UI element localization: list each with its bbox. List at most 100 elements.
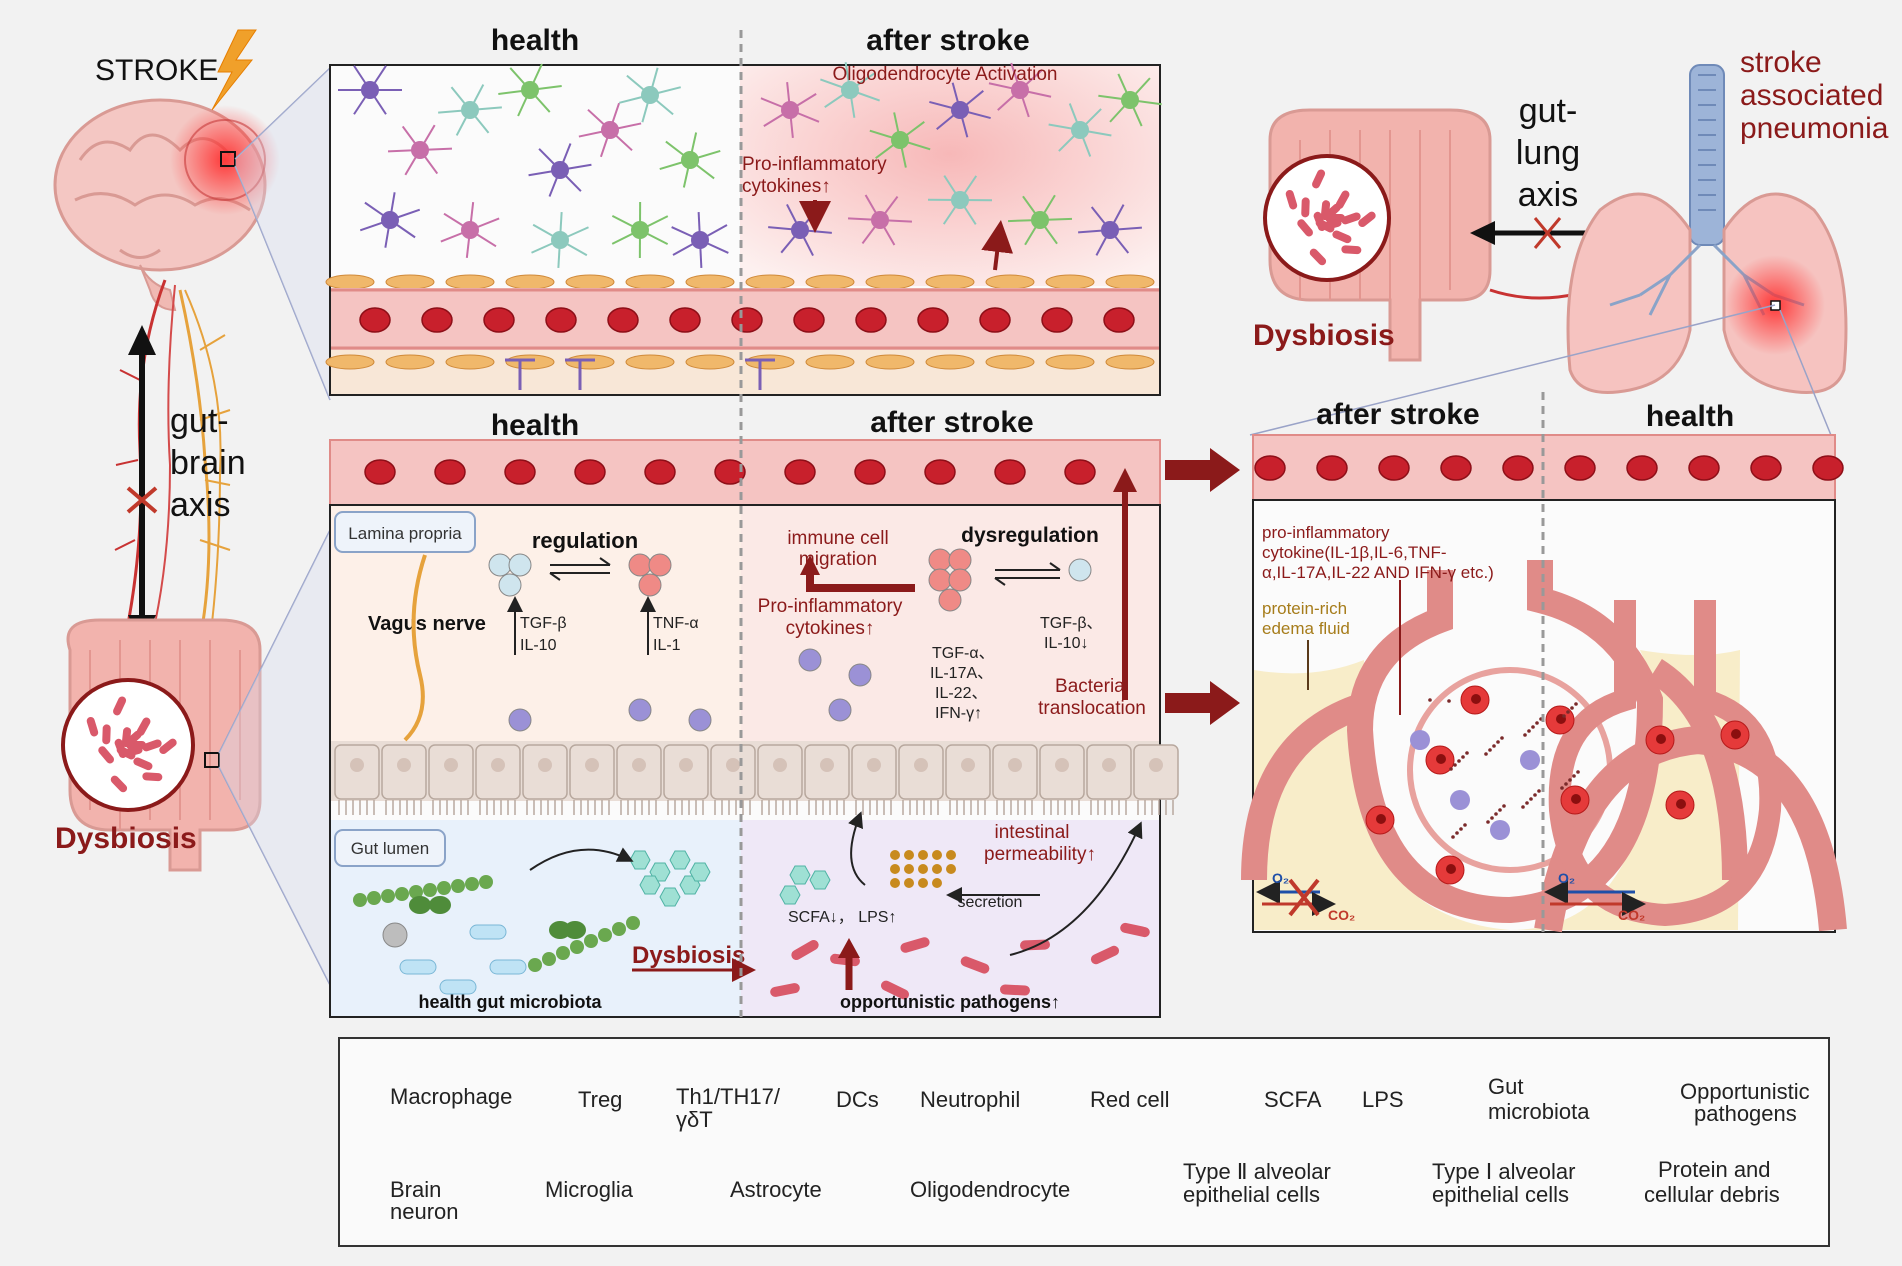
scfa-molecule <box>690 863 710 881</box>
brain-illustration <box>55 100 280 310</box>
oligo-activation-label: Oligodendrocyte Activation <box>833 64 1058 85</box>
lps-molecule <box>946 850 956 860</box>
red-cell <box>575 460 605 484</box>
cytokine-dot <box>1455 831 1459 835</box>
legend-dcs: DCs <box>836 1088 879 1112</box>
scfa-molecule <box>640 876 660 894</box>
pericyte <box>1106 355 1154 369</box>
red-cell <box>1689 456 1719 480</box>
lightning-icon <box>212 30 256 110</box>
bacterium <box>367 891 381 905</box>
legend-lps: LPS <box>1362 1088 1404 1112</box>
cytokine-dot <box>1521 805 1525 809</box>
bacterium <box>542 952 556 966</box>
cytokine-dot <box>1564 782 1568 786</box>
brain-after-stroke-heading: after stroke <box>866 24 1029 57</box>
nucleus <box>632 758 646 772</box>
nucleus <box>726 758 740 772</box>
lps-molecule <box>932 878 942 888</box>
cytokine-dot <box>1500 736 1504 740</box>
cytokine-dot <box>1566 710 1570 714</box>
edema-line1: protein-rich <box>1262 599 1347 618</box>
glia-cell <box>781 101 799 119</box>
bacterium <box>423 883 437 897</box>
gut-proinflam-line1: Pro-inflammatory <box>758 596 903 617</box>
cytokine-dot <box>1529 797 1533 801</box>
immune-cell <box>949 549 971 571</box>
nucleus <box>679 758 693 772</box>
legend-debris-line1: Protein and <box>1658 1158 1771 1182</box>
pericyte <box>326 355 374 369</box>
immune-migration-line1: immune cell <box>787 528 888 549</box>
red-cell <box>435 460 465 484</box>
brain-panel <box>326 62 1162 395</box>
glia-cell <box>381 211 399 229</box>
red-cell <box>1627 456 1657 480</box>
gut-lung-axis-line2: lung <box>1516 134 1580 172</box>
pericyte <box>626 355 674 369</box>
red-cell <box>855 460 885 484</box>
red-cell <box>546 308 576 332</box>
legend-astrocyte: Astrocyte <box>730 1178 822 1202</box>
immune-cell <box>929 569 951 591</box>
nucleus <box>1656 734 1666 744</box>
pericyte <box>566 355 614 369</box>
cytokine-dot <box>1535 721 1539 725</box>
immune-cell <box>489 554 511 576</box>
red-cell <box>1104 308 1134 332</box>
dysbiosis-gut: Dysbiosis <box>632 942 745 969</box>
bacterium <box>556 946 570 960</box>
legend-type1-line2: epithelial cells <box>1432 1183 1569 1207</box>
immune-cell <box>929 549 951 571</box>
gut-lumen-label: Gut lumen <box>351 839 429 858</box>
th-cytokine-3: IL-22、 <box>935 685 987 702</box>
nucleus <box>1376 814 1386 824</box>
brain-health-heading: health <box>491 24 579 57</box>
cytokine-dot <box>1492 744 1496 748</box>
scfa-molecule <box>630 851 650 869</box>
bacterial-translocation-line1: Bacterial <box>1055 676 1129 697</box>
pericyte <box>746 275 794 289</box>
cytokine-dot <box>1461 755 1465 759</box>
th-cytokine-4: IFN-γ↑ <box>935 705 982 722</box>
glia-cell <box>891 131 909 149</box>
bacterial-translocation-line2: translocation <box>1038 698 1146 719</box>
immune-cell <box>629 554 651 576</box>
legend-neuron-line2: neuron <box>390 1200 459 1224</box>
cytokine-dot <box>1523 733 1527 737</box>
cytokine-dot <box>1560 786 1564 790</box>
lung-panel <box>1253 435 1843 932</box>
glia-cell <box>551 231 569 249</box>
immune-cell <box>939 589 961 611</box>
red-cell <box>1813 456 1843 480</box>
glia-cell <box>601 121 619 139</box>
nucleus <box>1676 799 1686 809</box>
gut-lung-axis-line1: gut- <box>1519 92 1578 130</box>
legend-treg: Treg <box>578 1088 622 1112</box>
co2-after: CO₂ <box>1328 907 1355 923</box>
lung-cytokine-line3: α,IL-17A,IL-22 AND IFN-γ etc.) <box>1262 563 1494 582</box>
il1-label: IL-1 <box>653 637 681 654</box>
macrophage <box>1490 820 1510 840</box>
red-cell <box>484 308 514 332</box>
macrophage <box>1410 730 1430 750</box>
cytokine-dot <box>1527 729 1531 733</box>
legend-type1-line1: Type Ⅰ alveolar <box>1432 1160 1575 1184</box>
red-cell <box>925 460 955 484</box>
glia-cell <box>1031 211 1049 229</box>
sap-line3: pneumonia <box>1740 112 1889 145</box>
th-cytokine-2: IL-17A、 <box>930 665 993 682</box>
nucleus <box>538 758 552 772</box>
bacterium <box>564 921 586 939</box>
nucleus <box>1055 758 1069 772</box>
nucleus <box>1149 758 1163 772</box>
immune-cell <box>509 709 531 731</box>
pericyte <box>1046 355 1094 369</box>
dysregulation-label: dysregulation <box>961 524 1099 547</box>
to-lung-arrow-bottom <box>1165 681 1240 725</box>
bacterium <box>437 881 451 895</box>
legend-th-line2: γδT <box>676 1108 713 1132</box>
pathogen <box>1301 197 1310 217</box>
scfa-lps-label: SCFA↓， LPS↑ <box>788 909 896 926</box>
lung-cytokine-line1: pro-inflammatory <box>1262 523 1390 542</box>
